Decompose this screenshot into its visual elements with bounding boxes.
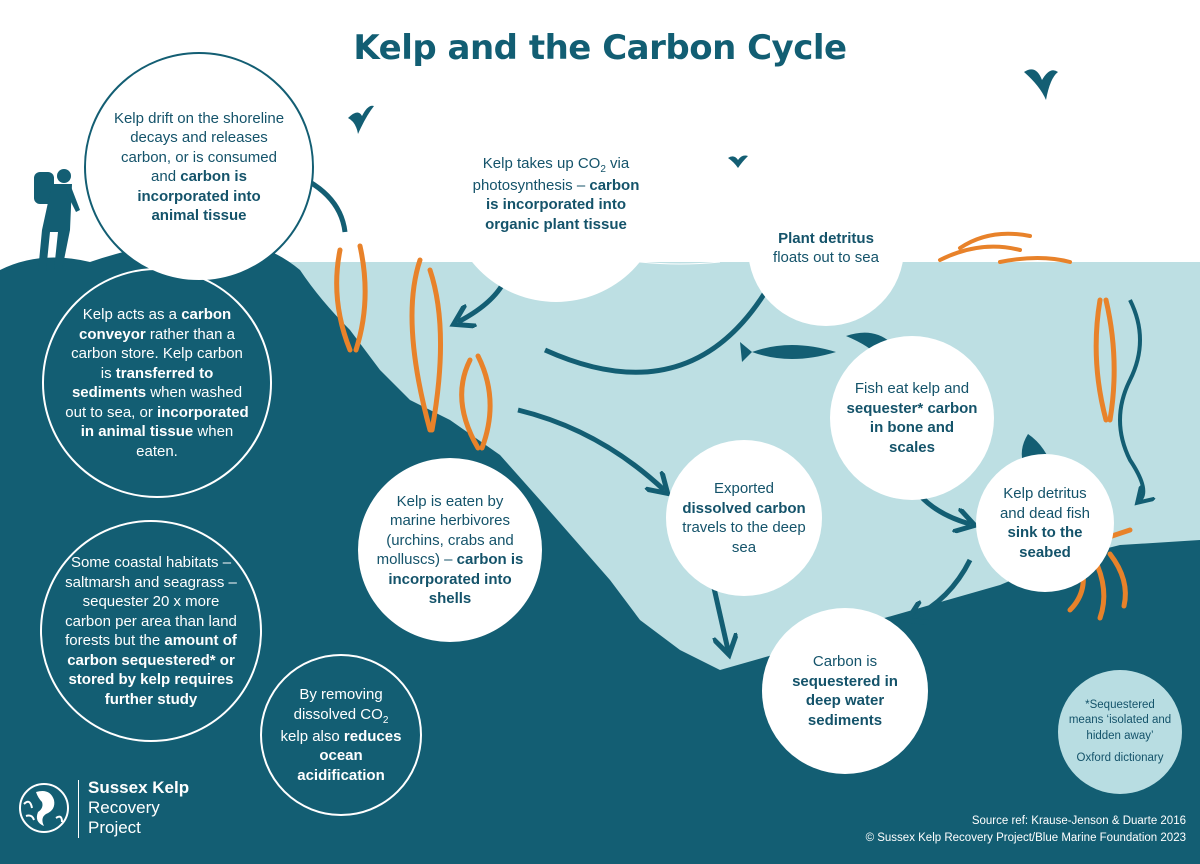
flow-arrows bbox=[284, 170, 970, 650]
logo-divider bbox=[78, 780, 79, 838]
detritus-text: floats out to sea bbox=[773, 249, 879, 266]
bubble-marine-herbivores: Kelp is eaten by marine herbivores (urch… bbox=[358, 458, 542, 642]
acidification-text: By removing dissolved CO bbox=[293, 686, 383, 723]
cliff-kelp-illustration bbox=[334, 243, 1117, 451]
fish-text-1: Fish eat kelp and bbox=[854, 380, 970, 397]
page-title: Kelp and the Carbon Cycle bbox=[353, 28, 847, 68]
acidification-sub: 2 bbox=[382, 714, 389, 726]
bubble-ocean-acidification: By removing dissolved CO2 kelp also redu… bbox=[260, 654, 422, 816]
acidification-text-2: kelp also bbox=[280, 727, 344, 745]
bubble-sink-to-seabed: Kelp detritus and dead fish sink to the … bbox=[976, 454, 1114, 592]
herbivores-bold: carbon is incorporated into shells bbox=[388, 551, 524, 607]
footnote-definition: *Sequestered means ‘isolated and hidden … bbox=[1068, 698, 1172, 742]
logo-line-1: Sussex Kelp bbox=[88, 778, 190, 797]
dissolved-text-2: travels to the deep sea bbox=[682, 519, 806, 556]
dissolved-bold: dissolved carbon bbox=[682, 499, 806, 517]
habitats-text: Some coastal habitats – saltmarsh and se… bbox=[65, 554, 237, 649]
dissolved-text-1: Exported bbox=[713, 480, 775, 497]
conveyor-bold-3: incorporated in animal tissue bbox=[80, 403, 249, 441]
conveyor-bold-2: transferred to sediments bbox=[71, 364, 214, 402]
conveyor-text-4: when eaten. bbox=[136, 423, 234, 460]
sediments-text: Carbon is bbox=[812, 653, 878, 670]
bubble-carbon-conveyor: Kelp acts as a carbon conveyor rather th… bbox=[42, 268, 272, 498]
shoreline-bold: carbon is incorporated into animal tissu… bbox=[137, 168, 261, 224]
conveyor-bold-1: carbon conveyor bbox=[79, 306, 232, 343]
source-credits: Source ref: Krause-Jenson & Duarte 2016 … bbox=[866, 813, 1186, 846]
acidification-bold: reduces ocean acidification bbox=[297, 727, 402, 784]
bubble-plant-detritus: Plant detritus floats out to sea bbox=[748, 170, 904, 326]
habitats-bold: amount of carbon sequestered* or stored … bbox=[67, 632, 237, 708]
bubble-dissolved-carbon: Exported dissolved carbon travels to the… bbox=[666, 440, 822, 596]
seahorse-logo-icon bbox=[19, 783, 69, 833]
gull-tiny-icon bbox=[728, 155, 748, 168]
source-reference: Source ref: Krause-Jenson & Duarte 2016 bbox=[971, 815, 1186, 827]
fish-bold-2: carbon in bone and scales bbox=[869, 399, 978, 456]
bubble-deep-water-sediments: Carbon is sequestered in deep water sedi… bbox=[762, 608, 928, 774]
shoreline-text: Kelp drift on the shoreline decays and r… bbox=[113, 109, 285, 186]
photosynthesis-bold: carbon is incorporated into organic plan… bbox=[485, 176, 640, 233]
footnote-source: Oxford dictionary bbox=[1076, 751, 1164, 764]
logo-line-3: Project bbox=[88, 818, 141, 838]
gull-small-icon bbox=[348, 105, 374, 134]
herbivores-text: Kelp is eaten by marine herbivores (urch… bbox=[376, 492, 514, 569]
conveyor-text-1: Kelp acts as a bbox=[82, 306, 182, 323]
sediments-bold: sequestered in deep water sediments bbox=[792, 672, 898, 729]
bubble-fish-eat-kelp: Fish eat kelp and sequester* carbon in b… bbox=[830, 336, 994, 500]
conveyor-text-3: when washed out to sea, or bbox=[65, 384, 243, 421]
floating-kelp-illustration bbox=[938, 231, 1072, 264]
photosynthesis-sub: 2 bbox=[600, 163, 606, 175]
gull-icon bbox=[1024, 69, 1058, 100]
sink-bold: sink to the seabed bbox=[1007, 524, 1083, 561]
bubble-coastal-habitats: Some coastal habitats – saltmarsh and se… bbox=[40, 520, 262, 742]
photosynthesis-text-2: via photosynthesis – bbox=[472, 154, 630, 194]
photosynthesis-text: Kelp takes up CO bbox=[482, 154, 601, 172]
copyright-line: © Sussex Kelp Recovery Project/Blue Mari… bbox=[865, 831, 1186, 844]
logo-wordmark: Sussex Kelp Recovery Project bbox=[88, 778, 189, 838]
sink-text: Kelp detritus and dead fish bbox=[999, 485, 1091, 522]
hiker-icon bbox=[34, 169, 80, 272]
fish-bold-1: sequester* bbox=[846, 399, 924, 417]
bubble-shoreline-decay: Kelp drift on the shoreline decays and r… bbox=[84, 52, 314, 282]
sinking-wavy-arrow bbox=[1118, 299, 1143, 500]
detritus-bold: Plant detritus bbox=[778, 229, 874, 247]
conveyor-text-2: rather than a carbon store. Kelp carbon … bbox=[71, 325, 243, 382]
bubble-footnote: *Sequestered means ‘isolated and hidden … bbox=[1058, 670, 1182, 794]
logo-line-2: Recovery bbox=[88, 798, 160, 818]
bubble-photosynthesis: Kelp takes up CO2 via photosynthesis – c… bbox=[448, 86, 664, 302]
